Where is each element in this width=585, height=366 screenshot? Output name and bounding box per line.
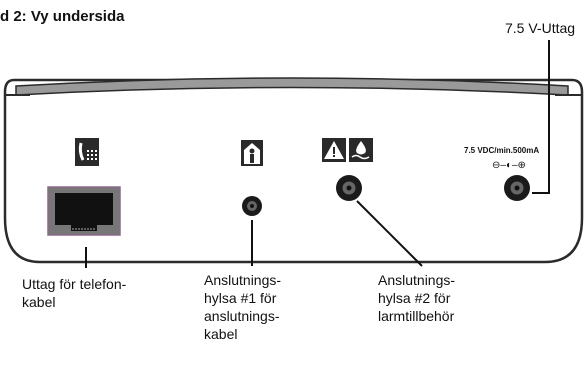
power-outlet-label: 7.5 V-Uttag	[505, 20, 575, 36]
svg-text:kabel: kabel	[22, 294, 55, 310]
callout-line-power	[532, 40, 550, 194]
svg-text:hylsa #1 för: hylsa #1 för	[204, 290, 277, 306]
water-icon	[349, 138, 373, 162]
jack-1	[242, 196, 262, 216]
phone-port	[47, 186, 121, 236]
phone-icon	[75, 138, 99, 166]
jack2-label: Anslutnings- hylsa #2 för larmtillbehör	[378, 272, 455, 324]
callout-line-jack2	[356, 200, 423, 267]
svg-text:Anslutnings-: Anslutnings-	[204, 272, 281, 288]
polarity-symbol: ⊖–◐–⊕	[492, 160, 526, 171]
svg-text:Anslutnings-: Anslutnings-	[378, 272, 455, 288]
person-icon	[241, 140, 263, 166]
svg-text:anslutnings-: anslutnings-	[204, 308, 280, 324]
svg-text:kabel: kabel	[204, 326, 237, 342]
power-jack	[504, 175, 530, 201]
phone-outlet-label: Uttag för telefon- kabel	[22, 276, 127, 310]
svg-text:Uttag för telefon-: Uttag för telefon-	[22, 276, 127, 292]
power-rating-label: 7.5 VDC/min.500mA	[464, 146, 539, 155]
diagram-title: d 2: Vy undersida	[0, 8, 125, 25]
jack-2	[336, 175, 362, 201]
warning-icon	[322, 138, 346, 162]
svg-text:larmtillbehör: larmtillbehör	[378, 308, 455, 324]
device-body	[3, 77, 584, 264]
jack1-label: Anslutnings- hylsa #1 för anslutnings- k…	[204, 272, 281, 342]
svg-text:hylsa #2 för: hylsa #2 för	[378, 290, 451, 306]
